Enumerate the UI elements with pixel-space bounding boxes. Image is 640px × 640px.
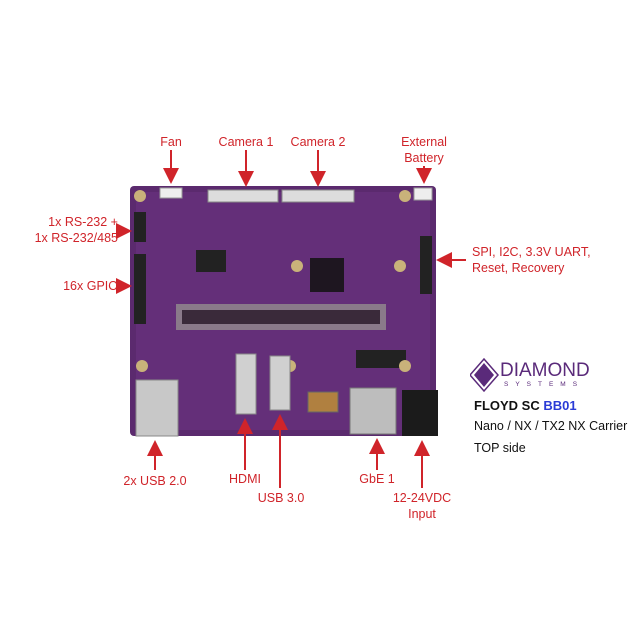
label-line: Battery [404, 151, 444, 165]
callout-arrows [116, 150, 466, 488]
label-line: Input [408, 507, 436, 521]
ethernet-port [349, 387, 397, 435]
label-camera-2: Camera 2 [290, 135, 346, 149]
label-line: 1x RS-232/485 [34, 231, 118, 245]
label-fan: Fan [160, 135, 182, 149]
label-gpio: 16x GPIO [63, 279, 118, 293]
hdmi-port [235, 353, 257, 415]
label-camera-1: Camera 1 [218, 135, 274, 149]
label-usb3: USB 3.0 [257, 491, 305, 505]
usb2-port [135, 379, 179, 437]
label-rs232: 1x RS-232 + 1x RS-232/485 [35, 214, 118, 246]
logo-subtitle: SYSTEMS [504, 381, 585, 388]
label-line: 1x RS-232 + [48, 215, 118, 229]
label-line: Reset, Recovery [472, 261, 565, 275]
label-spi: SPI, I2C, 3.3V UART, Reset, Recovery [472, 244, 591, 276]
label-external-battery: External Battery [401, 134, 447, 166]
product-side: TOP side [474, 441, 526, 455]
product-description: Nano / NX / TX2 NX Carrier [474, 419, 628, 433]
label-power: 12-24VDC Input [393, 490, 451, 522]
carrier-board [130, 186, 438, 437]
logo-wordmark: DIAMOND [500, 360, 590, 381]
power-jack [402, 390, 438, 436]
label-usb2: 2x USB 2.0 [123, 474, 187, 488]
product-title: FLOYD SC BB01 [474, 398, 577, 413]
usb3-port [269, 355, 291, 411]
diamond-icon [470, 358, 499, 392]
label-hdmi: HDMI [229, 472, 261, 486]
label-line: 12-24VDC [392, 491, 452, 505]
product-code: BB01 [543, 398, 577, 413]
label-line: SPI, I2C, 3.3V UART, [472, 245, 591, 259]
label-gbe: GbE 1 [359, 472, 395, 486]
diamond-systems-logo: DIAMOND SYSTEMS [470, 358, 600, 392]
label-line: External [401, 135, 447, 149]
product-name: FLOYD SC [474, 398, 540, 413]
